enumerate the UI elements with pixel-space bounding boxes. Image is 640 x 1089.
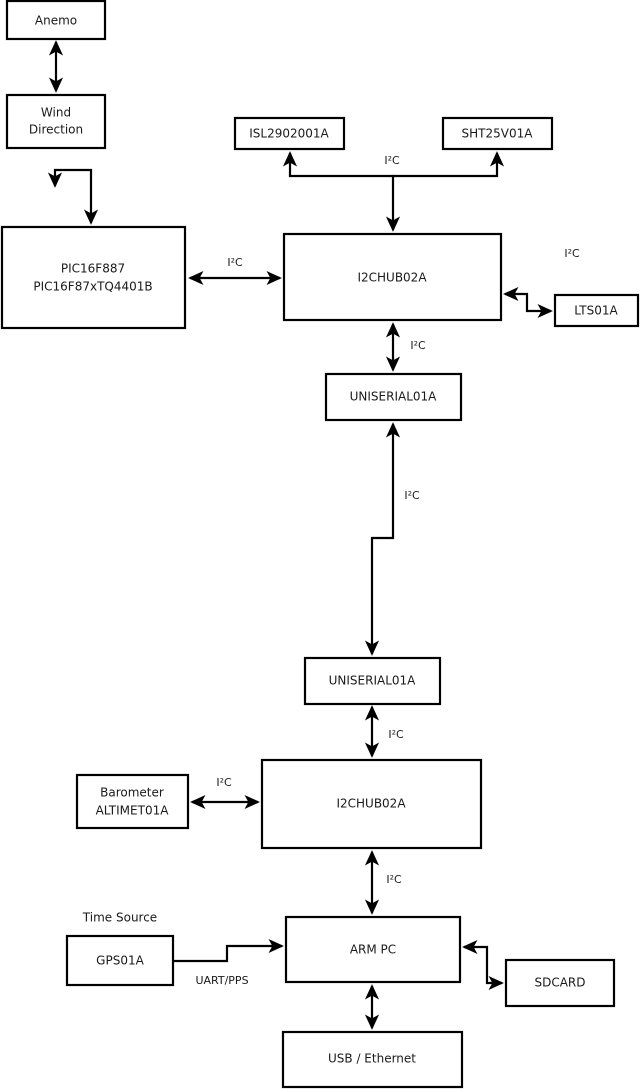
node-barometer-label-line2: ALTIMET01A — [96, 804, 170, 818]
edge-label-isl-sht-bus: I²C — [384, 154, 400, 167]
node-sht25v01a-box[interactable] — [441, 116, 554, 151]
edge-label-uniserial-link: I²C — [404, 489, 420, 502]
node-wind-direction-label-line2: Direction — [29, 123, 83, 137]
edge-label-uniserial-hub-bot: I²C — [388, 728, 404, 741]
node-pic-mcu[interactable]: PIC16F887 PIC16F87xTQ4401B — [0, 225, 187, 330]
connector-hub-sht — [393, 151, 505, 178]
node-uniserial01a-top-label: UNISERIAL01A — [350, 390, 438, 404]
connector-armpc-sdcard — [462, 939, 504, 991]
node-lts01a[interactable]: LTS01A — [553, 293, 640, 328]
label-time-source: Time Source — [82, 911, 157, 925]
node-anemo[interactable]: Anemo — [5, 0, 107, 41]
node-wind-direction[interactable]: Wind Direction — [5, 93, 107, 150]
node-uniserial01a-bottom-box[interactable] — [303, 656, 442, 706]
node-sdcard-label: SDCARD — [534, 976, 585, 990]
connector-gps-armpc — [173, 938, 284, 963]
node-uniserial01a-top-box[interactable] — [324, 372, 463, 422]
node-arm-pc-box[interactable] — [284, 915, 462, 984]
edge-label-barometer-hub: I²C — [216, 776, 232, 789]
connector-wind-pic — [47, 168, 99, 225]
node-anemo-box[interactable] — [5, 0, 107, 41]
node-sht25v01a-label: SHT25V01A — [462, 127, 534, 141]
node-i2chub02a-top[interactable]: I2CHUB02A — [282, 232, 503, 322]
node-usb-ethernet[interactable]: USB / Ethernet — [281, 1030, 464, 1089]
node-i2chub02a-top-box[interactable] — [282, 232, 503, 322]
node-pic-mcu-label-line1: PIC16F887 — [61, 262, 125, 276]
node-barometer-label-line1: Barometer — [100, 786, 164, 800]
node-sht25v01a[interactable]: SHT25V01A — [441, 116, 554, 151]
node-isl2902001a[interactable]: ISL2902001A — [233, 116, 346, 151]
connector-hub-isl — [282, 151, 401, 232]
node-isl2902001a-box[interactable] — [233, 116, 346, 151]
edge-label-hub-uniserial-top: I²C — [410, 339, 426, 352]
node-pic-mcu-label-line2: PIC16F87xTQ4401B — [33, 280, 152, 294]
node-lts01a-label: LTS01A — [574, 304, 618, 318]
node-arm-pc-label: ARM PC — [350, 943, 396, 957]
connector-hub-lts — [503, 286, 553, 319]
node-pic-mcu-box[interactable] — [0, 225, 187, 330]
node-i2chub02a-bottom-box[interactable] — [260, 758, 483, 850]
node-arm-pc[interactable]: ARM PC — [284, 915, 462, 984]
node-gps01a[interactable]: GPS01A — [65, 934, 175, 987]
node-usb-ethernet-label: USB / Ethernet — [328, 1052, 416, 1066]
node-wind-direction-label-line1: Wind — [41, 106, 71, 120]
node-sdcard[interactable]: SDCARD — [504, 958, 616, 1008]
node-uniserial01a-top[interactable]: UNISERIAL01A — [324, 372, 463, 422]
node-uniserial01a-bottom[interactable]: UNISERIAL01A — [303, 656, 442, 706]
edge-label-hub-armpc: I²C — [386, 873, 402, 886]
edge-label-pic-hub: I²C — [227, 256, 243, 269]
node-usb-ethernet-box[interactable] — [281, 1030, 464, 1089]
node-barometer-box[interactable] — [75, 773, 190, 830]
node-sdcard-box[interactable] — [504, 958, 616, 1008]
node-i2chub02a-bottom-label: I2CHUB02A — [336, 797, 406, 811]
connector-uniserial-link — [364, 422, 401, 656]
node-uniserial01a-bottom-label: UNISERIAL01A — [329, 674, 417, 688]
node-gps01a-label: GPS01A — [96, 954, 144, 968]
edge-label-gps-armpc: UART/PPS — [195, 974, 248, 987]
node-isl2902001a-label: ISL2902001A — [249, 127, 329, 141]
node-barometer[interactable]: Barometer ALTIMET01A — [75, 773, 190, 830]
node-wind-direction-box[interactable] — [5, 93, 107, 150]
node-gps01a-box[interactable] — [65, 934, 175, 987]
node-i2chub02a-bottom[interactable]: I2CHUB02A — [260, 758, 483, 850]
node-lts01a-box[interactable] — [553, 293, 640, 328]
edge-label-hub-lts: I²C — [564, 247, 580, 260]
node-anemo-label: Anemo — [35, 14, 77, 28]
node-i2chub02a-top-label: I2CHUB02A — [357, 271, 427, 285]
